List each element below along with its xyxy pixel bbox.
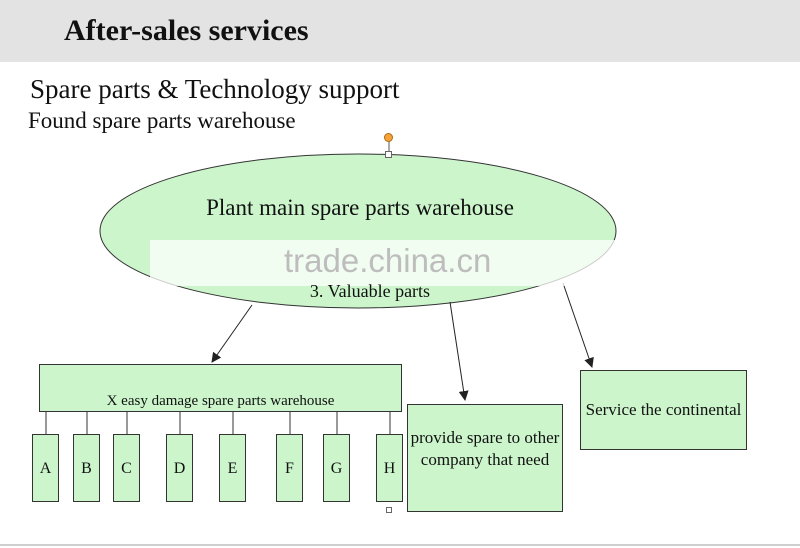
resize-handle-top: [385, 151, 392, 158]
provide-spare-box: provide spare to other company that need: [407, 404, 563, 512]
watermark: trade.china.cn: [284, 242, 492, 279]
service-continental-box: Service the continental: [580, 370, 747, 450]
sub-box-a: A: [32, 434, 59, 502]
sub-box-g: G: [323, 434, 350, 502]
watermark-band: [150, 240, 650, 286]
arrow-to-service: [562, 282, 594, 368]
x-warehouse-box: X easy damage spare parts warehouse: [39, 364, 402, 412]
resize-handle-bottom: [386, 507, 392, 513]
header-bar: [0, 0, 800, 62]
subtitle-secondary: Found spare parts warehouse: [28, 108, 296, 133]
sub-box-h: H: [376, 434, 403, 502]
x-warehouse-label: X easy damage spare parts warehouse: [106, 393, 335, 409]
page-title: After-sales services: [64, 14, 309, 47]
bottom-divider: [0, 544, 800, 546]
main-warehouse-label: Plant main spare parts warehouse: [206, 195, 514, 220]
rotate-handle: [384, 133, 393, 142]
arrow-to-provide: [449, 301, 469, 401]
subtitle: Spare parts & Technology support: [30, 74, 400, 104]
sub-box-d: D: [166, 434, 193, 502]
sub-box-e: E: [219, 434, 246, 502]
valuable-parts-label: 3. Valuable parts: [309, 281, 431, 301]
sub-box-b: B: [73, 434, 100, 502]
sub-box-c: C: [113, 434, 140, 502]
sub-box-f: F: [276, 434, 303, 502]
sub-box-connectors: [45, 412, 391, 434]
arrow-to-x-warehouse: [211, 304, 253, 363]
